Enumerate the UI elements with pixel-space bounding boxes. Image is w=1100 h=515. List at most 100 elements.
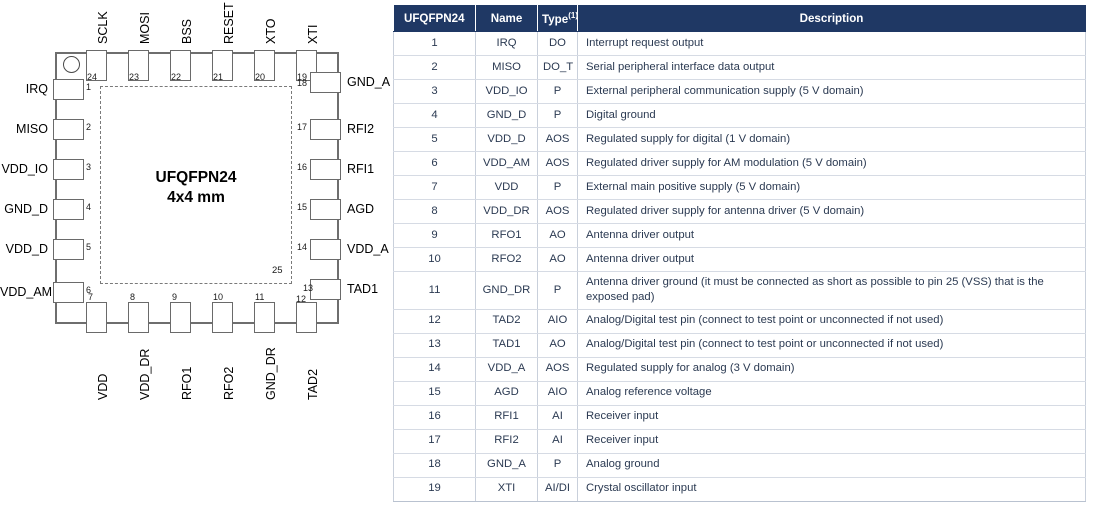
cell-name: VDD_DR [475,199,538,224]
cell-type: P [537,453,578,478]
package-label: UFQFPN24 4x4 mm [100,168,292,208]
pin-label-tad1: TAD1 [347,282,379,296]
pad-bottom-5 [254,302,275,333]
pin-label-miso: MISO [16,122,48,136]
cell-type: AI [537,429,578,454]
cell-description: External peripheral communication supply… [577,79,1086,104]
pin-label-vdd-io: VDD_IO [1,162,48,176]
pin-number-2: 2 [86,122,92,132]
cell-type: AOS [537,127,578,152]
pin-label-xti: XTI [306,24,320,44]
pin-label-rfo1: RFO1 [180,366,194,400]
pin-number-21: 21 [213,72,224,82]
cell-pin: 6 [393,151,476,176]
pin-label-irq: IRQ [25,82,48,96]
cell-pin: 15 [393,381,476,406]
cell-description: Serial peripheral interface data output [577,55,1086,80]
cell-name: RFO1 [475,223,538,248]
cell-description: Regulated driver supply for AM modulatio… [577,151,1086,176]
cell-name: VDD_IO [475,79,538,104]
pin-label-bss: BSS [180,18,194,44]
pad-right-4 [310,199,341,220]
pad-bottom-1 [86,302,107,333]
cell-description: Receiver input [577,405,1086,430]
cell-description: Regulated supply for digital (1 V domain… [577,127,1086,152]
cell-description: Analog/Digital test pin (connect to test… [577,333,1086,358]
pin1-circle-icon [63,56,80,73]
cell-type: P [537,79,578,104]
pad-bottom-2 [128,302,149,333]
cell-name: IRQ [475,31,538,56]
exposed-pad-outline [100,86,292,284]
cell-description: External main positive supply (5 V domai… [577,175,1086,200]
pad-top-2 [128,50,149,81]
pin-label-mosi: MOSI [138,12,152,44]
pin-label-sclk: SCLK [96,11,110,44]
cell-type: AOS [537,199,578,224]
pin-number-14: 14 [297,242,308,252]
pin-label-gnd-a: GND_A [347,75,391,89]
package-pinout-diagram: UFQFPN24 4x4 mm 25 24 23 22 21 20 19 SCL… [0,0,390,515]
pin-label-xto: XTO [264,18,278,44]
cell-pin: 13 [393,333,476,358]
cell-name: AGD [475,381,538,406]
cell-type: AO [537,223,578,248]
column-header-type-text: Type [542,12,569,26]
cell-type: AI [537,405,578,430]
pin-number-1: 1 [86,82,92,92]
cell-type: P [537,175,578,200]
pin-number-13: 13 [303,283,314,293]
cell-pin: 4 [393,103,476,128]
pad-left-3 [53,159,84,180]
cell-name: XTI [475,477,538,502]
pin-number-5: 5 [86,242,92,252]
pin-number-10: 10 [213,292,224,302]
cell-description: Analog reference voltage [577,381,1086,406]
pin-number-9: 9 [172,292,178,302]
cell-type: AOS [537,357,578,382]
cell-type: P [537,271,578,310]
pin-label-vdd-a: VDD_A [347,242,389,256]
pin-label-tad2: TAD2 [306,368,320,400]
pad-top-3 [170,50,191,81]
pin-number-17: 17 [297,122,308,132]
cell-name: GND_D [475,103,538,128]
cell-name: RFI2 [475,429,538,454]
cell-name: VDD_A [475,357,538,382]
cell-name: GND_A [475,453,538,478]
cell-pin: 1 [393,31,476,56]
cell-pin: 5 [393,127,476,152]
pin-label-reset: RESET [222,2,236,44]
pad-left-4 [53,199,84,220]
cell-type: AIO [537,309,578,334]
cell-pin: 8 [393,199,476,224]
cell-type: P [537,103,578,128]
cell-pin: 18 [393,453,476,478]
pin-label-vdd: VDD [96,373,110,400]
pad-left-2 [53,119,84,140]
cell-type: AI/DI [537,477,578,502]
cell-description: Analog/Digital test pin (connect to test… [577,309,1086,334]
pin-number-19: 19 [297,72,308,82]
cell-description: Antenna driver output [577,223,1086,248]
pad-left-5 [53,239,84,260]
pin-number-18: 18 [297,78,308,88]
cell-type: DO_T [537,55,578,80]
pin-label-rfi1: RFI1 [347,162,375,176]
pin-number-3: 3 [86,162,92,172]
pin-number-8: 8 [130,292,136,302]
pad-top-5 [254,50,275,81]
